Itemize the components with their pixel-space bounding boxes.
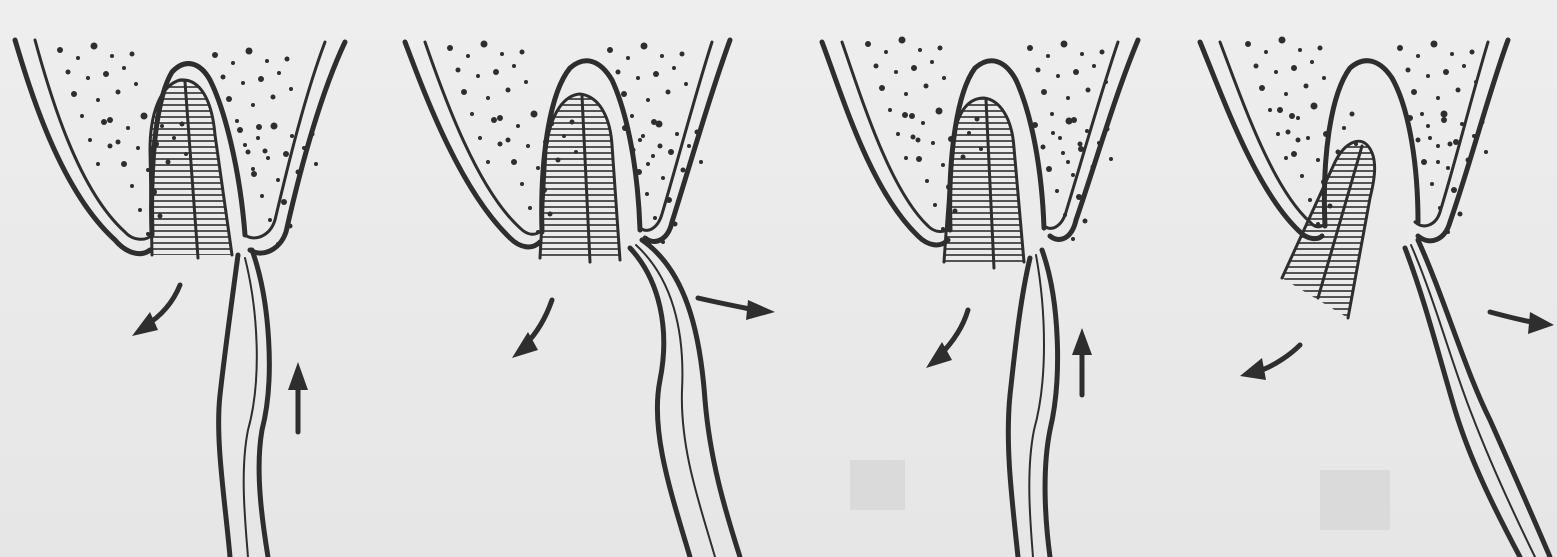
gingiva-strand: [1418, 240, 1550, 557]
arrow-down-left-icon: [132, 312, 158, 336]
arrow-shaft: [698, 298, 750, 309]
gingiva-strand: [1029, 255, 1044, 557]
arrow-shaft: [1490, 312, 1532, 322]
gingiva-strand: [1411, 245, 1535, 557]
arrow-up-icon: [1072, 328, 1092, 355]
panel-1: [15, 40, 345, 557]
page-bleed-mark: [850, 460, 905, 510]
arrow-right-icon: [1528, 312, 1554, 334]
arrow-right-icon: [746, 300, 775, 320]
arrow-shaft: [1262, 345, 1300, 370]
page-bleed-mark: [1320, 470, 1390, 530]
panel-2: [405, 40, 775, 557]
arrow-up-icon: [288, 362, 308, 390]
gingiva-strand: [1042, 250, 1058, 557]
arrow-down-left-icon: [1240, 358, 1266, 380]
gingiva-strand: [1405, 248, 1520, 557]
gingiva-strand: [1008, 258, 1030, 557]
gingiva-strand: [244, 258, 257, 557]
gingiva-strand: [219, 255, 238, 557]
